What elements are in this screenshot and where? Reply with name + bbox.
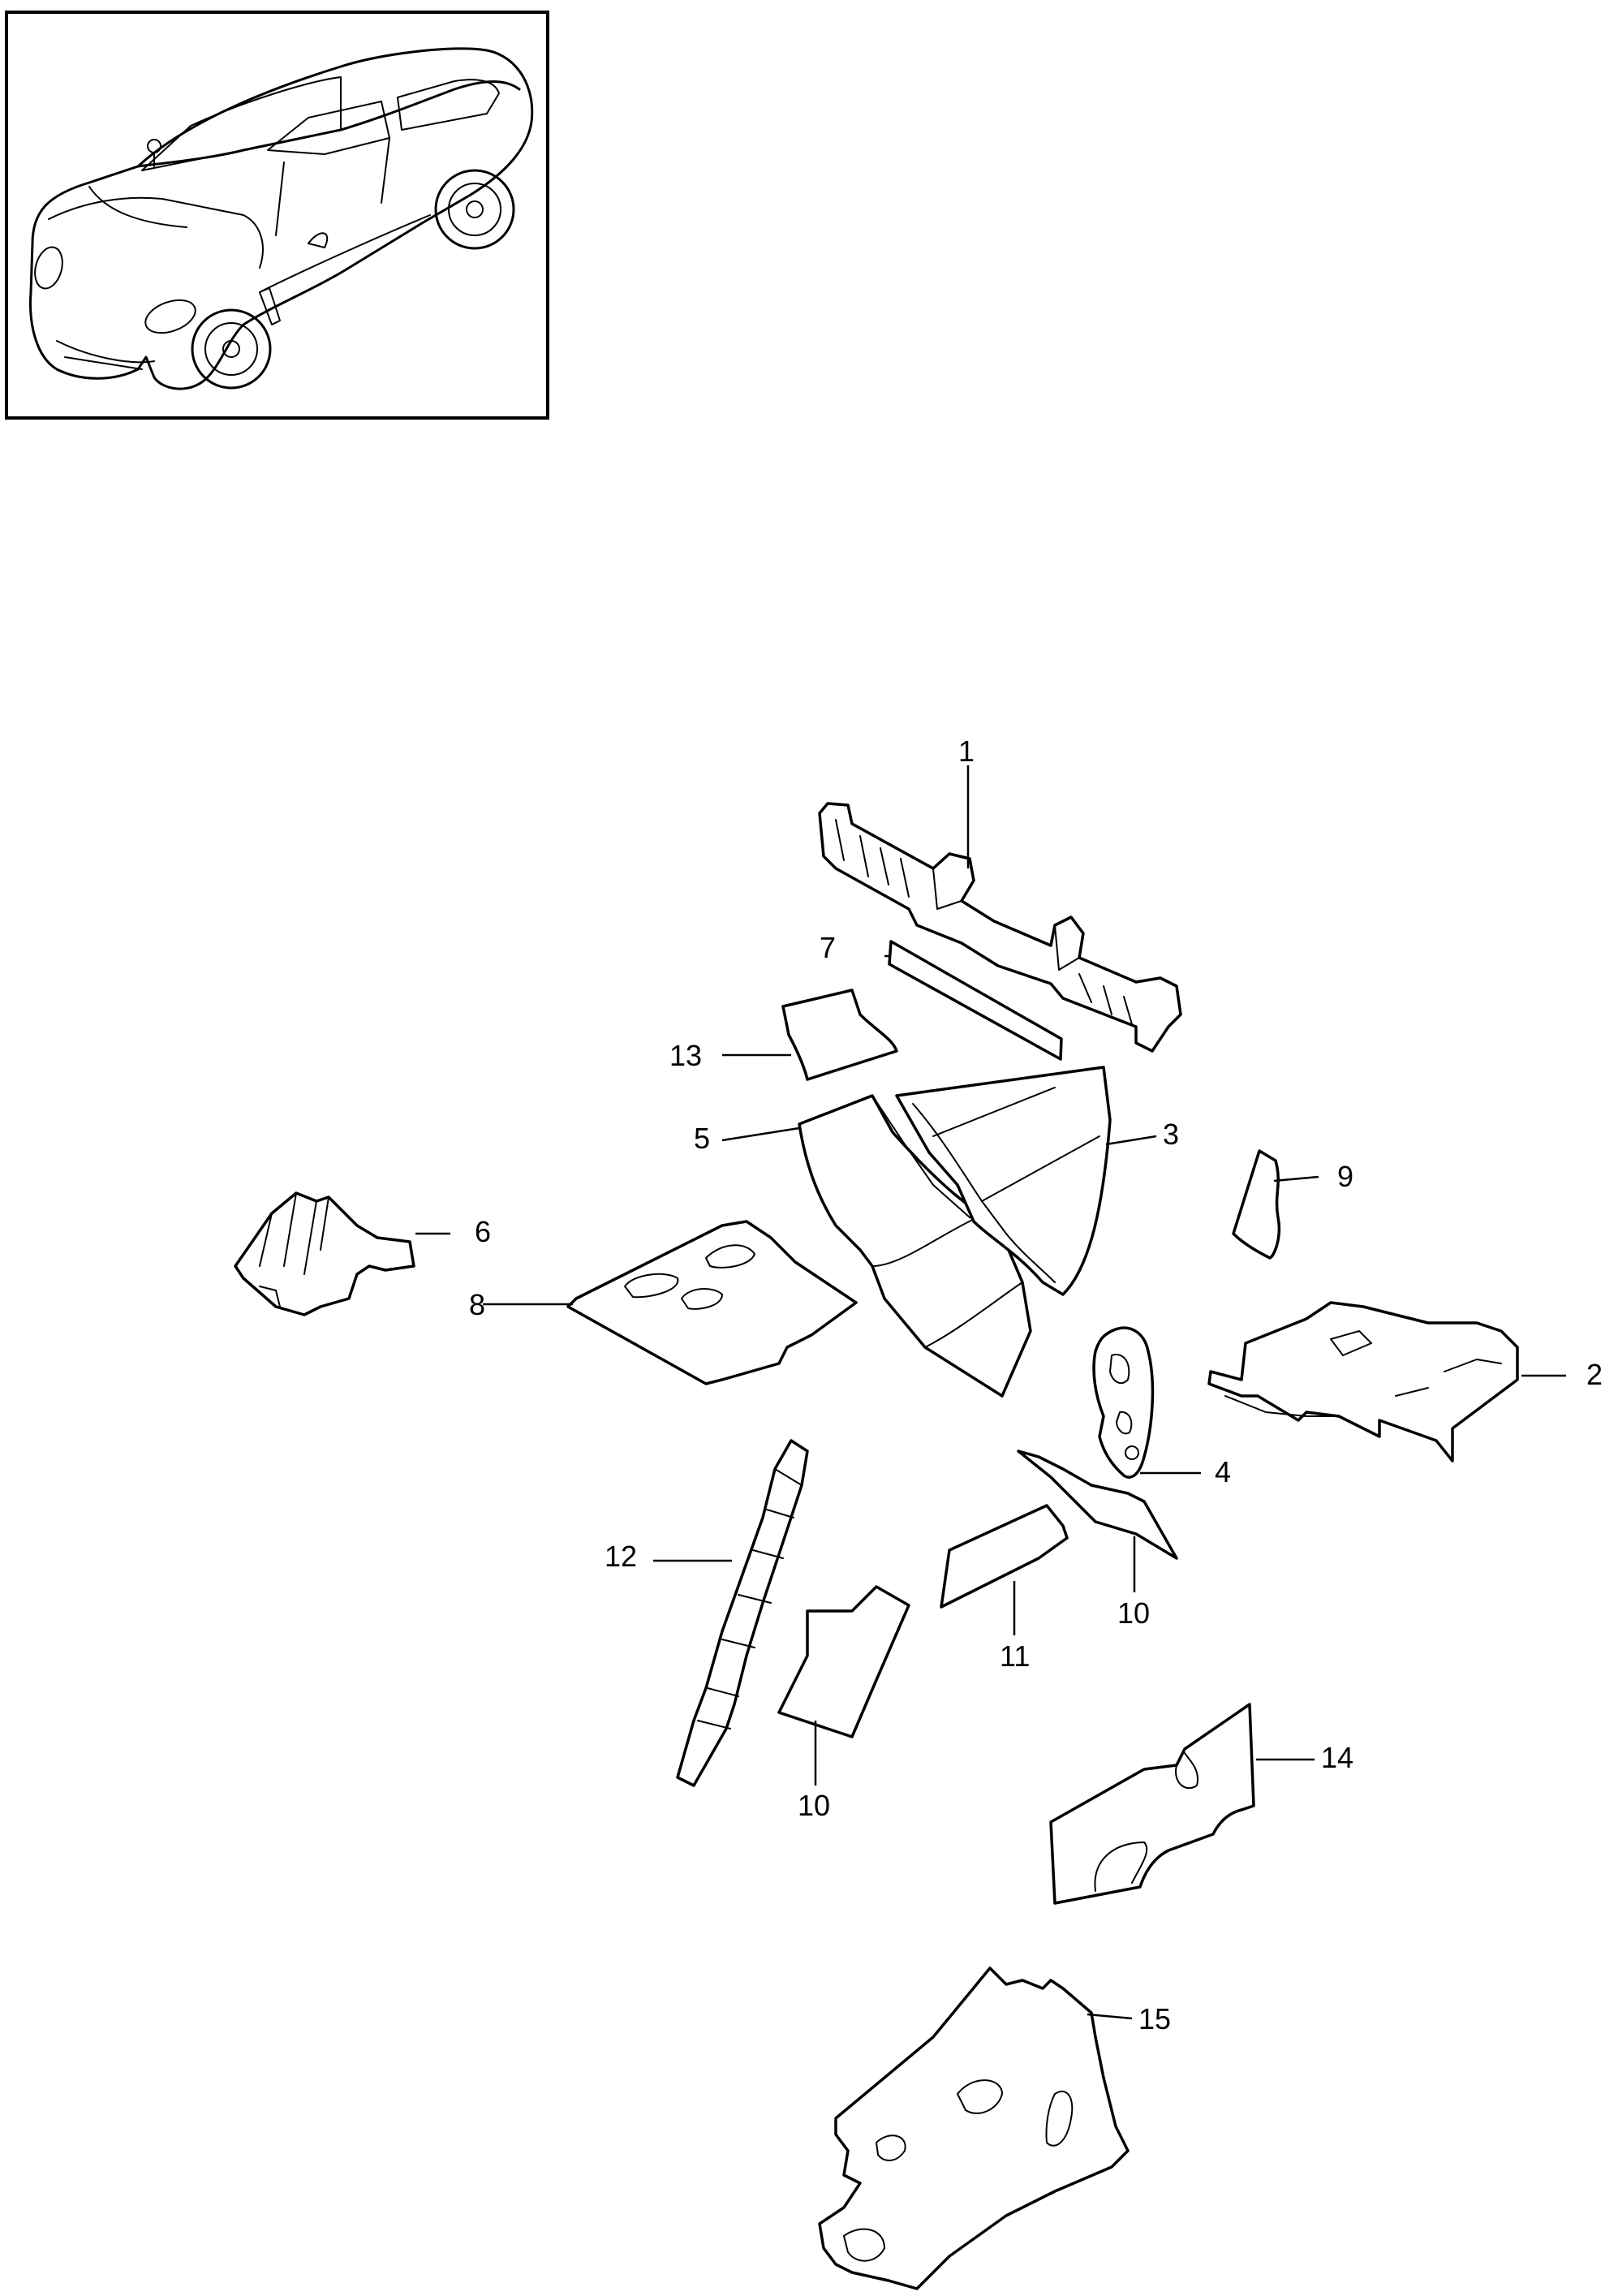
part-10-upper	[1017, 1450, 1178, 1560]
car-thumbnail-icon	[29, 47, 534, 390]
callout-8: 8	[469, 1288, 485, 1321]
part-13	[781, 989, 898, 1081]
part-5	[798, 1094, 1032, 1398]
callout-13: 13	[669, 1039, 702, 1072]
part-2	[1207, 1301, 1519, 1462]
callout-9: 9	[1337, 1160, 1353, 1193]
leader-lines	[415, 765, 1566, 2020]
callout-5: 5	[694, 1122, 710, 1155]
part-11	[940, 1504, 1069, 1609]
part-12	[676, 1439, 809, 1787]
part-6	[234, 1191, 415, 1316]
part-8	[566, 1220, 858, 1385]
callout-11: 11	[1000, 1639, 1030, 1673]
callout-1: 1	[958, 734, 975, 768]
callout-7: 7	[820, 931, 836, 964]
callout-3: 3	[1163, 1118, 1179, 1151]
callout-10-lower: 10	[798, 1789, 830, 1822]
part-10-lower	[777, 1585, 910, 1738]
part-9	[1232, 1149, 1280, 1260]
callout-labels: 1 7 13 5 3 9 6 8 2 4 10 11 12 10 14 15	[469, 734, 1603, 2035]
callout-15: 15	[1138, 2002, 1171, 2035]
callout-12: 12	[605, 1540, 637, 1573]
callout-2: 2	[1586, 1358, 1603, 1391]
part-1	[818, 802, 1182, 1053]
part-4	[1092, 1326, 1155, 1479]
part-14	[1049, 1703, 1255, 1905]
callout-4: 4	[1215, 1455, 1231, 1488]
part-15	[818, 1966, 1130, 2290]
callout-6: 6	[475, 1215, 491, 1248]
callout-14: 14	[1321, 1741, 1353, 1774]
vehicle-thumbnail	[5, 11, 549, 420]
callout-10-upper: 10	[1117, 1596, 1150, 1630]
part-3	[895, 1066, 1112, 1296]
